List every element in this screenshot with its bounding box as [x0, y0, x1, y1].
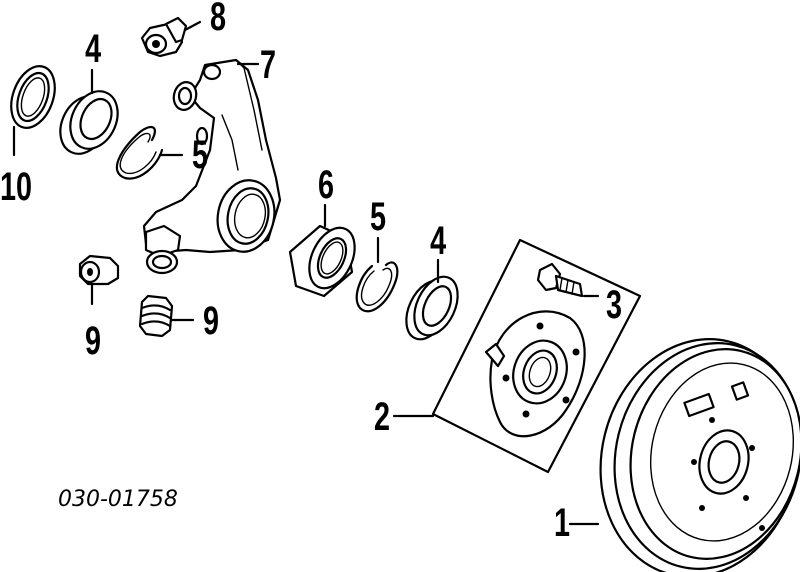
callout-9-spring: 9: [203, 298, 219, 343]
callout-3: 3: [606, 282, 622, 327]
dust-seal-part: [10, 65, 56, 157]
callout-1: 1: [554, 500, 570, 545]
callout-5-upper: 5: [192, 132, 208, 177]
nut-top-part: [140, 16, 202, 58]
snap-ring-upper-part: [115, 125, 184, 180]
callout-5-lower: 5: [370, 194, 386, 239]
callout-4-lower: 4: [430, 218, 447, 263]
spring-pin-part: [138, 294, 195, 338]
drawing-code: 030-01758: [58, 487, 178, 512]
seal-upper-part: [59, 68, 119, 155]
callout-9-nut: 9: [85, 318, 101, 363]
knuckle-part: [142, 58, 282, 275]
hub-assembly-part: [392, 238, 642, 474]
callout-8: 8: [210, 0, 226, 39]
hub-bolt-part: [536, 262, 600, 298]
seal-lower-part: [405, 258, 459, 341]
callout-7: 7: [260, 42, 276, 87]
callout-4-upper: 4: [85, 26, 102, 71]
callout-6: 6: [318, 162, 334, 207]
bearing-part: [288, 203, 356, 298]
callout-2: 2: [374, 394, 390, 439]
snap-ring-lower-part: [355, 236, 399, 313]
brake-drum-part: [568, 338, 800, 572]
callout-10: 10: [0, 164, 32, 209]
nut-left-part: [78, 254, 120, 306]
